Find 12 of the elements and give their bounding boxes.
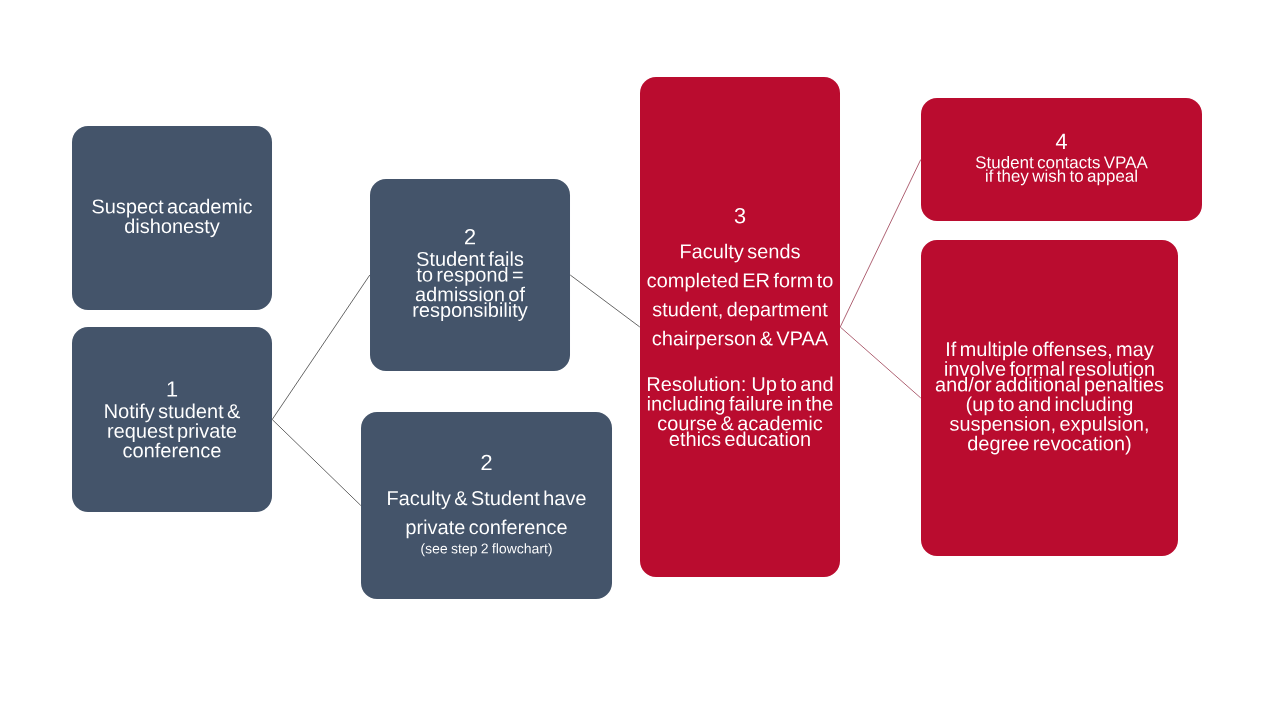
connector-line bbox=[569, 274, 641, 328]
connector-line bbox=[839, 159, 922, 328]
connector-line bbox=[271, 419, 362, 506]
step-box: 3 Faculty sends completed ER form to student, department chairperson & VPAA Resolution: Up to and including failure in the course & academic ethics education bbox=[640, 77, 840, 577]
step-box: 2 Faculty & Student have private conference (see step 2 flowchart) bbox=[361, 412, 612, 599]
step-box: 2 Student fails to respond = admission of responsibility bbox=[370, 179, 570, 371]
step-box: If multiple offenses, may involve formal resolution and/or additional penalties (up to and including suspension, expulsion, degree revocation) bbox=[921, 240, 1178, 556]
connector-line bbox=[839, 326, 922, 399]
step-box: 1 Notify student & request private conference bbox=[72, 327, 272, 512]
step-box: Suspect academic dishonesty bbox=[72, 126, 272, 310]
step-box: 4 Student contacts VPAA if they wish to appeal bbox=[921, 98, 1202, 221]
connector-line bbox=[271, 274, 371, 420]
